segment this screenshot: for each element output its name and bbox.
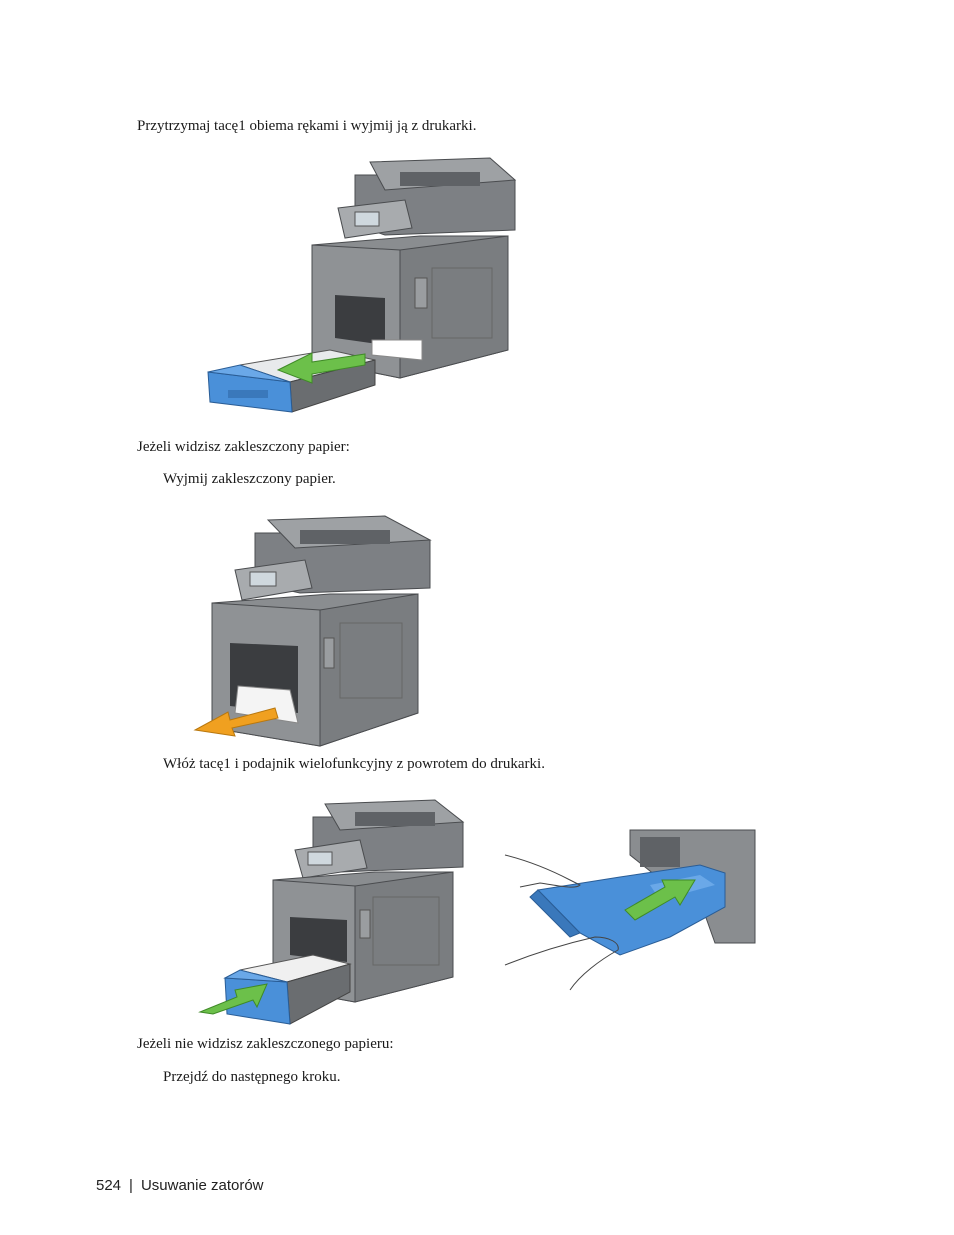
page-number: 524 xyxy=(96,1177,122,1194)
printer-illustration-3 xyxy=(198,799,465,1025)
figure-remove-tray xyxy=(200,150,520,430)
section-title: Usuwanie zatorów xyxy=(140,1177,264,1194)
reinsert-text: Włóż tacę1 i podajnik wielofunkcyjny z p… xyxy=(163,756,545,772)
condition-jam-text: Jeżeli widzisz zakleszczony papier: xyxy=(137,439,350,455)
next-step-text: Przejdź do następnego kroku. xyxy=(163,1069,341,1085)
remove-jam-text: Wyjmij zakleszczony papier. xyxy=(163,471,336,487)
printer-illustration-2 xyxy=(193,515,432,747)
figure-insert-mpf xyxy=(500,825,760,1000)
mpf-illustration xyxy=(504,829,756,991)
figure-remove-jam xyxy=(190,508,440,748)
printer-illustration-1 xyxy=(207,157,517,413)
condition-no-jam-text: Jeżeli nie widzisz zakleszczonego papier… xyxy=(137,1036,394,1052)
step-remove-tray-text: Przytrzymaj tacę1 obiema rękami i wyjmij… xyxy=(137,118,477,134)
figure-insert-tray xyxy=(195,792,470,1032)
footer-separator: | xyxy=(129,1177,133,1194)
page-footer: 524 | Usuwanie zatorów xyxy=(96,1177,264,1194)
